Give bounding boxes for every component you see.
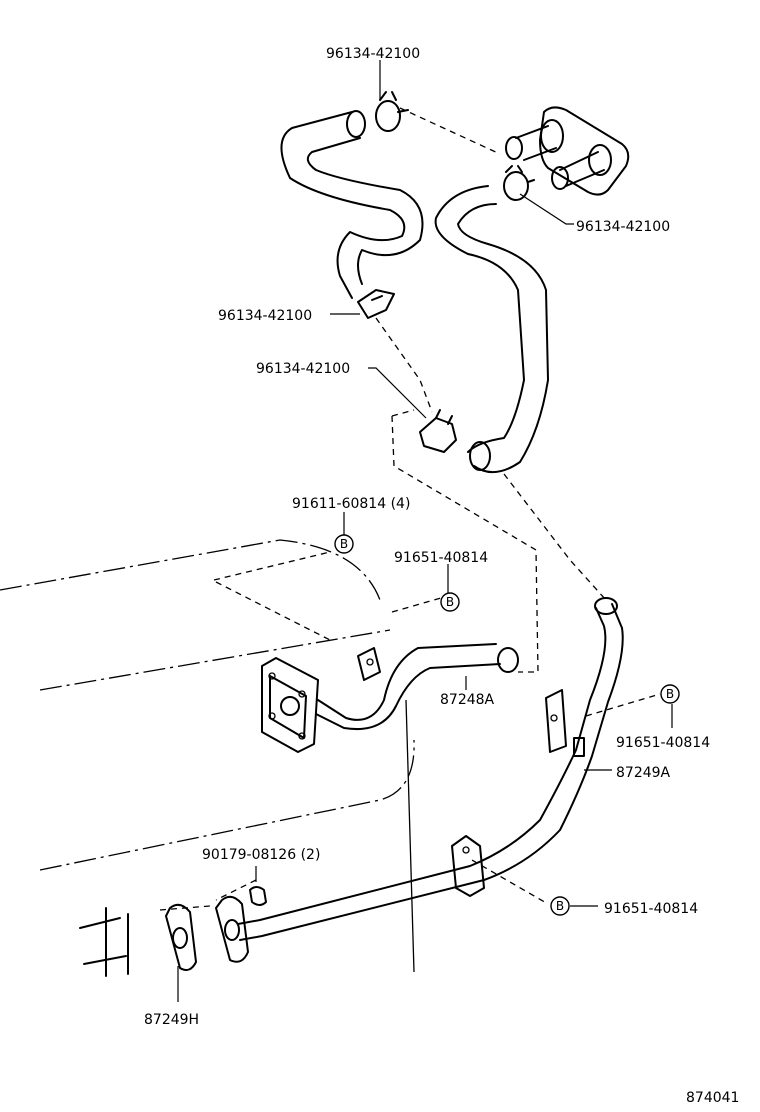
marker-b-label: B [340,537,348,551]
label-gasket: 87249H [144,1012,199,1028]
pipe-87248a [261,643,519,753]
label-bolt-plate: 91611-60814 (4) [292,496,410,512]
label-pipe-87249a: 87249A [616,765,671,781]
leader-lines [177,60,673,1002]
label-clamp-lower: 96134-42100 [256,361,350,377]
label-bolt-pipe-a: 91651-40814 [394,550,488,566]
clamp-right [503,165,535,201]
marker-b-bottom: B [550,896,570,916]
gasket-87249h [79,886,267,977]
heater-valve-flange [505,106,630,196]
clamp-top [375,91,409,132]
label-diagram-code: 874041 [686,1090,739,1106]
marker-b-label: B [666,687,674,701]
label-pipe-87248a: 87248A [440,692,495,708]
clamp-mid-left [357,289,395,319]
label-clamp-right: 96134-42100 [576,219,670,235]
marker-b-label: B [446,595,454,609]
upper-right-hose [434,185,549,473]
marker-b-label: B [556,899,564,913]
marker-b-right: B [660,684,680,704]
assembly-lines-lower [159,693,661,973]
engine-outline [0,539,449,871]
label-clamp-mid-left: 96134-42100 [218,308,312,324]
pipe-87249a [237,597,624,941]
label-bolt-bottom: 91651-40814 [604,901,698,917]
marker-b-plate: B [334,534,354,554]
assembly-lines-upper [375,107,607,673]
label-nut: 90179-08126 (2) [202,847,320,863]
label-bolt-right: 91651-40814 [616,735,710,751]
label-clamp-top: 96134-42100 [326,46,420,62]
clamp-lower [419,409,457,453]
marker-b-pipe: B [440,592,460,612]
upper-left-hose [280,110,424,299]
